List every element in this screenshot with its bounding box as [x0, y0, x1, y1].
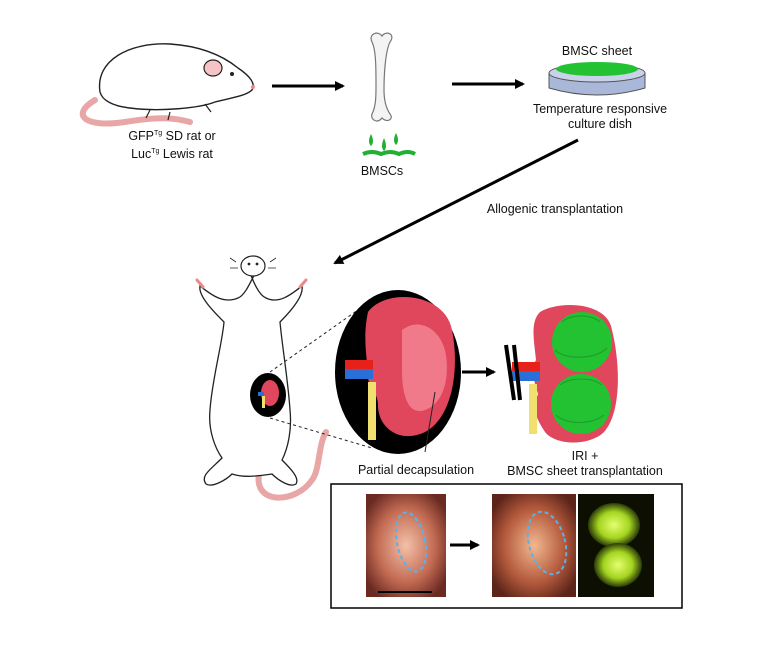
donor-label-line1: GFPTg SD rat or	[112, 126, 232, 144]
photo-panel	[330, 483, 683, 609]
allogenic-label: Allogenic transplantation	[486, 202, 624, 216]
gfp-text: GFP	[128, 129, 155, 144]
kidney-zoom-icon	[335, 290, 461, 454]
dish-label-line1: Temperature responsive	[532, 102, 668, 116]
zoom-line-top	[269, 299, 373, 373]
gfp-tg-superscript: Tg	[154, 130, 163, 137]
sheet-outline-after	[526, 510, 568, 576]
bmscs-label: BMSCs	[360, 164, 404, 178]
sheet-outline-before	[394, 511, 428, 573]
incision-icon	[250, 373, 286, 417]
donor-rat-icon	[79, 43, 255, 127]
iri-label-line1: IRI +	[571, 449, 599, 463]
luc-tg-superscript: Tg	[151, 148, 160, 155]
arrow-dish-to-recipient	[333, 138, 579, 265]
photo-before	[366, 494, 446, 597]
photo-after	[492, 494, 576, 597]
dish-label-line2: culture dish	[568, 117, 632, 131]
bmsc-sheet-label: BMSC sheet	[561, 44, 633, 58]
kidney-with-sheet-icon	[504, 305, 618, 443]
bone-icon	[370, 32, 393, 122]
luc-text: Luc	[131, 147, 152, 162]
culture-dish-icon	[548, 62, 646, 96]
bmsc-sheet-shape	[556, 62, 638, 76]
donor-label-line2: LucTg Lewis rat	[112, 144, 232, 162]
partial-decapsulation-label: Partial decapsulation	[357, 463, 475, 477]
recipient-rat-icon	[195, 255, 329, 501]
iri-label-line2: BMSC sheet transplantation	[507, 464, 663, 478]
donor-line1-text: SD rat or	[165, 129, 216, 144]
cells-icon	[362, 133, 416, 157]
donor-line2-text: Lewis rat	[162, 147, 213, 162]
